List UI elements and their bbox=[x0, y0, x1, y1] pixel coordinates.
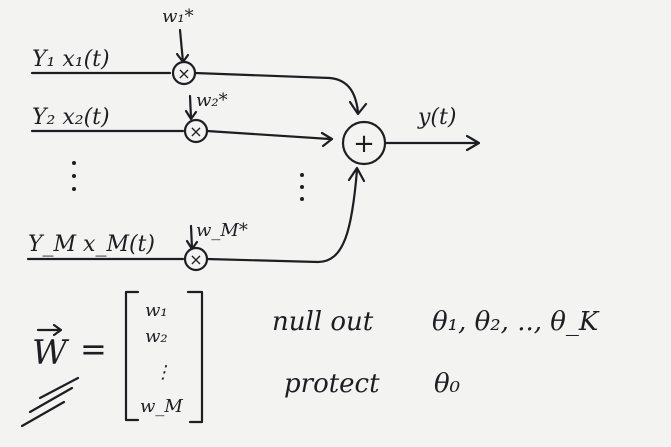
branch-m-to-sum-arrow bbox=[205, 166, 366, 264]
branch-1-label: Y₁ x₁(t) bbox=[32, 47, 110, 72]
vector-entry-m: w_M bbox=[140, 396, 183, 417]
branch-1-weight-arrow bbox=[175, 28, 190, 64]
vector-name: W bbox=[32, 333, 70, 373]
output-arrow bbox=[383, 134, 481, 152]
right-dot-2 bbox=[300, 185, 304, 189]
branch-1: Y₁ x₁(t) w₁* × bbox=[30, 6, 368, 116]
protect-text: protect bbox=[284, 369, 380, 399]
right-dot-3 bbox=[300, 197, 304, 201]
constraints: null out θ₁, θ₂, .., θ_K protect θ₀ bbox=[272, 307, 600, 399]
left-dot-3 bbox=[72, 187, 76, 191]
left-bracket bbox=[124, 290, 140, 422]
branch-2-label: Y₂ x₂(t) bbox=[32, 105, 110, 130]
output-label: y(t) bbox=[417, 105, 456, 130]
null-out-text: null out bbox=[272, 307, 374, 337]
branch-m-weight: w_M* bbox=[196, 220, 248, 241]
branch-1-multiply-symbol: × bbox=[177, 64, 190, 83]
left-dot-1 bbox=[72, 161, 76, 165]
branch-2: Y₂ x₂(t) w₂* × bbox=[30, 90, 334, 148]
branch-1-weight: w₁* bbox=[162, 6, 194, 27]
vector-entry-2: w₂ bbox=[145, 326, 168, 347]
vector-equals: = bbox=[80, 330, 107, 368]
protect-angle-text: θ₀ bbox=[434, 369, 461, 399]
branch-m: Y_M x_M(t) w_M* × bbox=[26, 166, 366, 272]
summation-symbol: + bbox=[353, 129, 375, 159]
double-underline-strokes bbox=[20, 376, 80, 428]
left-dot-2 bbox=[72, 174, 76, 178]
weight-vector: W = w₁ w₂ ⋮ w_M bbox=[20, 290, 204, 428]
branch-2-to-sum-arrow bbox=[205, 129, 334, 148]
summation: + y(t) bbox=[341, 105, 481, 166]
vector-entry-dots: ⋮ bbox=[154, 362, 172, 383]
branch-m-label: Y_M x_M(t) bbox=[28, 232, 155, 257]
branch-2-weight-arrow bbox=[184, 94, 198, 121]
branch-2-weight: w₂* bbox=[196, 90, 228, 111]
branch-1-to-sum-arrow bbox=[193, 71, 368, 116]
branch-2-multiply-symbol: × bbox=[189, 122, 202, 141]
branch-m-multiply-symbol: × bbox=[189, 250, 202, 269]
ellipsis-dots bbox=[72, 161, 304, 201]
right-dot-1 bbox=[300, 173, 304, 177]
vector-entry-1: w₁ bbox=[145, 300, 168, 321]
right-bracket bbox=[186, 290, 204, 424]
vector-arrow-mark bbox=[36, 323, 63, 337]
null-angles-text: θ₁, θ₂, .., θ_K bbox=[432, 307, 600, 337]
